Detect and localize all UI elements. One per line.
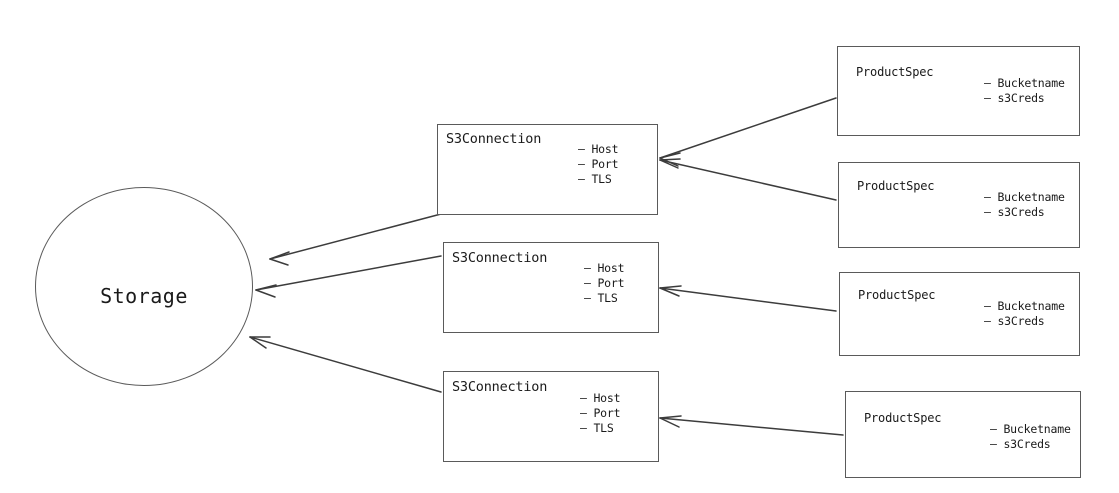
edge-spec4-to-connection3 — [659, 415, 844, 436]
edge-connection2-to-storage — [255, 255, 442, 298]
s3connection-node-1-fields: – Host – Port – TLS — [578, 142, 619, 187]
storage-node-label: Storage — [100, 284, 188, 308]
productspec-node-3-field-s3creds: – s3Creds — [984, 314, 1045, 328]
productspec-node-1[interactable] — [837, 46, 1080, 136]
s3connection-node-2-fields: – Host – Port – TLS — [584, 261, 625, 306]
s3connection-node-3-field-tls: – TLS — [580, 421, 614, 435]
edge-connection1-to-storage — [269, 213, 442, 266]
s3connection-node-3-field-host: – Host — [580, 391, 621, 405]
s3connection-node-1[interactable] — [437, 124, 658, 215]
s3connection-node-2-field-port: – Port — [584, 276, 625, 290]
productspec-node-2-fields: – Bucketname – s3Creds — [984, 190, 1065, 220]
s3connection-node-1-title: S3Connection — [446, 131, 542, 147]
productspec-node-3-field-bucketname: – Bucketname — [984, 299, 1065, 313]
productspec-node-4-fields: – Bucketname – s3Creds — [990, 422, 1071, 452]
s3connection-node-2-title: S3Connection — [452, 250, 548, 266]
productspec-node-3-fields: – Bucketname – s3Creds — [984, 299, 1065, 329]
productspec-node-1-field-bucketname: – Bucketname — [984, 76, 1065, 90]
productspec-node-2[interactable] — [838, 162, 1080, 248]
productspec-node-4-title: ProductSpec — [864, 411, 942, 425]
productspec-node-2-title: ProductSpec — [857, 179, 935, 193]
edge-spec2-to-connection1 — [659, 158, 837, 201]
productspec-node-3-title: ProductSpec — [858, 288, 936, 302]
productspec-node-1-fields: – Bucketname – s3Creds — [984, 76, 1065, 106]
s3connection-node-3[interactable] — [443, 371, 659, 462]
s3connection-node-1-field-host: – Host — [578, 142, 619, 156]
edge-spec1-to-connection1 — [659, 97, 837, 167]
productspec-node-4[interactable] — [845, 391, 1081, 478]
s3connection-node-2[interactable] — [443, 242, 659, 333]
s3connection-node-2-field-tls: – TLS — [584, 291, 618, 305]
productspec-node-1-field-s3creds: – s3Creds — [984, 91, 1045, 105]
productspec-node-3[interactable] — [839, 272, 1080, 356]
productspec-node-1-title: ProductSpec — [856, 65, 934, 79]
s3connection-node-3-title: S3Connection — [452, 379, 548, 395]
s3connection-node-1-field-port: – Port — [578, 157, 619, 171]
s3connection-node-3-fields: – Host – Port – TLS — [580, 391, 621, 436]
productspec-node-4-field-s3creds: – s3Creds — [990, 437, 1051, 451]
productspec-node-2-field-bucketname: – Bucketname — [984, 190, 1065, 204]
s3connection-node-3-field-port: – Port — [580, 406, 621, 420]
edge-connection3-to-storage — [249, 336, 442, 393]
edge-spec3-to-connection2 — [659, 285, 837, 312]
s3connection-node-1-field-tls: – TLS — [578, 172, 612, 186]
storage-node[interactable] — [35, 187, 253, 386]
productspec-node-4-field-bucketname: – Bucketname — [990, 422, 1071, 436]
productspec-node-2-field-s3creds: – s3Creds — [984, 205, 1045, 219]
s3connection-node-2-field-host: – Host — [584, 261, 625, 275]
